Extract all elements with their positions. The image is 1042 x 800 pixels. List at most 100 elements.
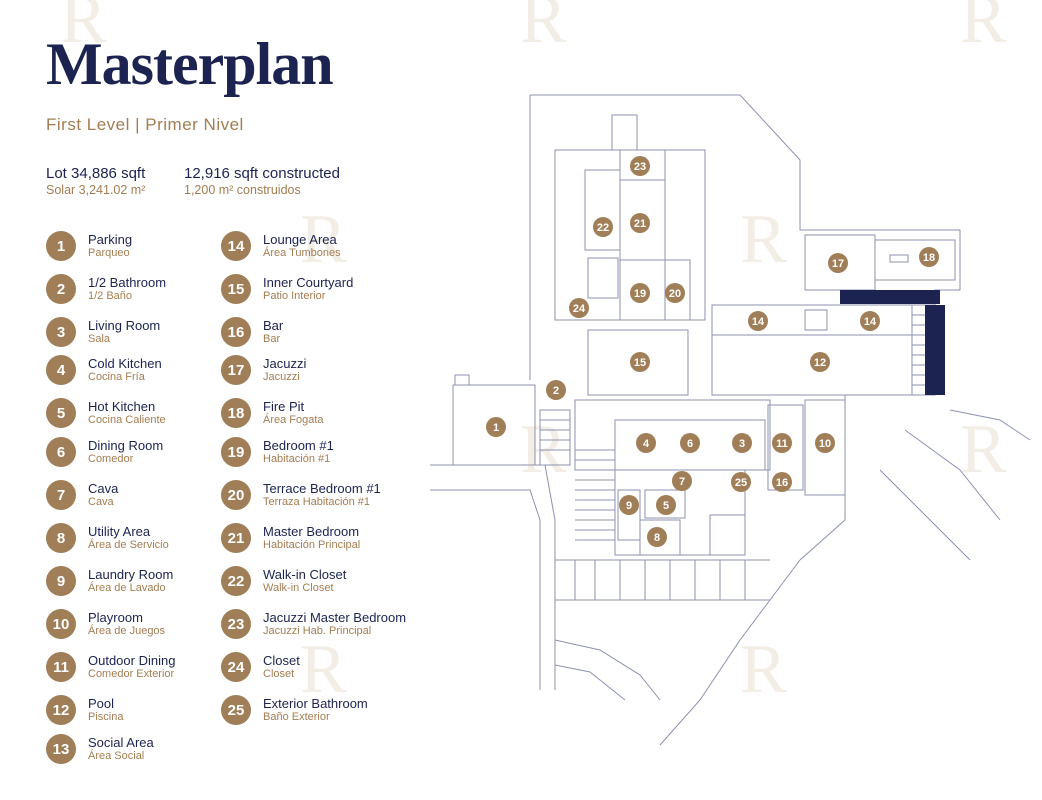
legend-label: Jacuzzi — [263, 356, 307, 371]
plan-marker-label: 5 — [663, 500, 669, 512]
legend-number: 22 — [221, 566, 251, 596]
plan-marker: 22 — [593, 217, 613, 237]
legend-label: Cold Kitchen — [88, 356, 162, 371]
legend-label: Dining Room — [88, 438, 164, 453]
bathroom-block — [587, 257, 619, 299]
terrace-bedroom — [664, 259, 691, 321]
plan-marker-label: 7 — [679, 476, 685, 488]
plan-marker-label: 19 — [634, 288, 646, 300]
legend-number: 3 — [46, 317, 76, 347]
legend-number: 5 — [46, 398, 76, 428]
watermark-logo: R — [960, 0, 1007, 58]
legend-label: Walk-in Closet — [263, 567, 347, 582]
plan-marker-label: 20 — [669, 288, 681, 300]
legend-label: Terrace Bedroom #1 — [263, 481, 381, 496]
legend-number: 15 — [221, 274, 251, 304]
plan-marker: 11 — [772, 433, 792, 453]
plan-marker-label: 23 — [634, 161, 646, 173]
legend-label-es: Closet — [263, 668, 295, 680]
plan-marker-label: 2 — [553, 385, 559, 397]
plan-marker-label: 14 — [752, 316, 765, 328]
legend-label: Outdoor Dining — [88, 653, 176, 668]
legend-label-es: Área Tumbones — [263, 247, 341, 259]
legend-number: 12 — [46, 695, 76, 725]
legend-label-es: Área de Lavado — [88, 582, 166, 594]
legend-label: Bar — [263, 318, 284, 333]
legend-label-es: Piscina — [88, 711, 124, 723]
watermark-logo: R — [740, 201, 787, 278]
fire-pit-deck — [874, 239, 956, 281]
plan-marker: 21 — [630, 213, 650, 233]
street-edge — [430, 489, 541, 690]
legend-label-es: Terraza Habitación #1 — [263, 496, 371, 508]
legend-number: 24 — [221, 652, 251, 682]
plan-marker-label: 16 — [776, 477, 788, 489]
garden-stairs — [575, 449, 615, 541]
legend-label-es: 1/2 Baño — [88, 290, 133, 302]
plan-marker: 8 — [647, 527, 667, 547]
legend-label-es: Comedor Exterior — [88, 668, 175, 680]
watermark-logo: R — [520, 0, 567, 58]
legend-label: 1/2 Bathroom — [88, 275, 167, 290]
plan-marker-label: 15 — [634, 357, 646, 369]
legend-number: 11 — [46, 652, 76, 682]
plan-marker: 3 — [732, 433, 752, 453]
watermark-logo: R — [300, 201, 347, 278]
lot-size-metric: Solar 3,241.02 m² — [46, 183, 146, 197]
legend-label: Parking — [88, 232, 133, 247]
legend-label: Closet — [263, 653, 300, 668]
plan-marker: 10 — [815, 433, 835, 453]
playroom — [804, 399, 846, 496]
legend-label-es: Cocina Fría — [88, 371, 145, 383]
bath-block — [709, 514, 746, 556]
legend-label-es: Jacuzzi — [263, 371, 300, 383]
legend-label-es: Sala — [88, 333, 111, 345]
legend-number: 21 — [221, 523, 251, 553]
legend-label: Exterior Bathroom — [263, 696, 368, 711]
plan-marker: 18 — [919, 247, 939, 267]
legend-label: Hot Kitchen — [88, 399, 156, 414]
tower-box — [611, 114, 638, 151]
legend-number: 4 — [46, 355, 76, 385]
plan-marker-label: 21 — [634, 218, 646, 230]
street-edge — [430, 464, 556, 690]
legend-number: 19 — [221, 437, 251, 467]
legend-label: Cava — [88, 481, 119, 496]
hot-kitchen — [644, 489, 686, 519]
legend-number: 2 — [46, 274, 76, 304]
page-subtitle: First Level | Primer Nivel — [46, 115, 244, 134]
legend-number: 18 — [221, 398, 251, 428]
legend-number: 8 — [46, 523, 76, 553]
pool-railing — [840, 290, 940, 304]
plan-marker-label: 22 — [597, 222, 609, 234]
legend-number: 23 — [221, 609, 251, 639]
legend-label: Laundry Room — [88, 567, 174, 582]
legend-label-es: Bar — [263, 333, 281, 345]
constructed-stat: 12,916 sqft constructed 1,200 m² constru… — [184, 165, 340, 197]
legend-number: 14 — [221, 231, 251, 261]
plan-marker-label: 8 — [654, 532, 660, 544]
legend-label: Fire Pit — [263, 399, 305, 414]
plan-marker: 9 — [619, 495, 639, 515]
legend-label-es: Cava — [88, 496, 114, 508]
plan-marker: 2 — [546, 380, 566, 400]
legend-number: 17 — [221, 355, 251, 385]
constructed-size: 12,916 sqft constructed — [184, 165, 340, 182]
watermark-logo: R — [60, 0, 107, 58]
legend-label-es: Área de Servicio — [88, 539, 169, 551]
plan-marker-label: 24 — [573, 303, 586, 315]
page-title: Masterplan — [46, 31, 334, 97]
watermark-logo: R — [300, 631, 347, 708]
legend-number: 9 — [46, 566, 76, 596]
legend-label-es: Habitación Principal — [263, 539, 361, 551]
plan-marker: 20 — [665, 283, 685, 303]
legend-label: Pool — [88, 696, 115, 711]
parking-stalls — [555, 559, 770, 601]
legend-label-es: Área de Juegos — [88, 625, 166, 637]
plan-marker-label: 25 — [735, 477, 747, 489]
plan-marker: 7 — [672, 471, 692, 491]
plan-marker-label: 11 — [776, 438, 788, 450]
legend-number: 13 — [46, 734, 76, 764]
plan-marker-label: 14 — [864, 316, 877, 328]
